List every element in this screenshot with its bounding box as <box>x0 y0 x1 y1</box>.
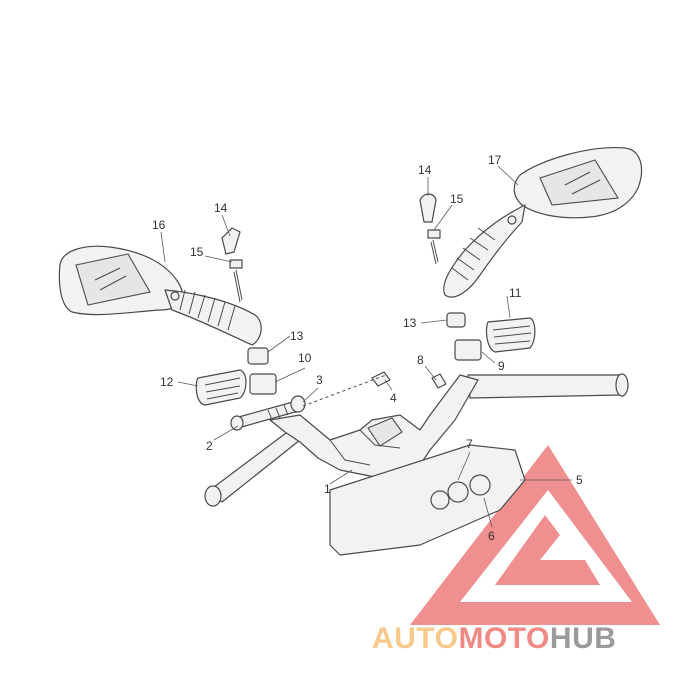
callout-8: 8 <box>417 353 424 367</box>
handlebar-cover <box>329 444 526 556</box>
callout-13-left: 13 <box>290 329 304 343</box>
callout-3: 3 <box>316 373 323 387</box>
left-handle-pad <box>195 369 247 406</box>
callout-14-right: 14 <box>418 163 432 177</box>
right-mirror-bolt <box>419 193 441 265</box>
logo-part-moto: MOTO <box>458 622 549 655</box>
left-bushings <box>247 347 277 395</box>
callout-labels: 1 2 3 4 5 6 7 8 9 10 11 12 13 13 14 14 1… <box>152 153 583 543</box>
svg-text:AUTOMOTOHUB: AUTOMOTOHUB <box>372 622 616 655</box>
logo-part-auto: AUTO <box>372 622 458 655</box>
screw <box>431 373 447 389</box>
callout-12: 12 <box>160 375 174 389</box>
callout-1: 1 <box>324 482 331 496</box>
right-handle-pad <box>485 317 536 353</box>
callout-11: 11 <box>509 286 522 300</box>
watermark-triangle <box>410 445 660 625</box>
right-bushings <box>446 312 482 361</box>
callout-13-right: 13 <box>403 316 417 330</box>
callout-15-right: 15 <box>450 192 464 206</box>
clamp-bolt <box>230 371 391 431</box>
callout-7: 7 <box>466 437 473 451</box>
callout-6: 6 <box>488 529 495 543</box>
callout-9: 9 <box>498 359 505 373</box>
left-mirror-bolt <box>221 227 243 303</box>
callout-2: 2 <box>206 439 213 453</box>
logo-part-hub: HUB <box>550 622 617 655</box>
callout-5: 5 <box>576 473 583 487</box>
callout-10: 10 <box>298 351 312 365</box>
watermark-logo: AUTOMOTOHUB <box>372 622 616 655</box>
callout-15-left: 15 <box>190 245 204 259</box>
handlebar <box>204 373 629 507</box>
callout-17: 17 <box>488 153 502 167</box>
callout-lines <box>160 165 572 528</box>
left-mirror <box>58 245 262 346</box>
callout-14-left: 14 <box>214 201 228 215</box>
callout-16: 16 <box>152 218 166 232</box>
right-mirror <box>443 147 643 298</box>
callout-4: 4 <box>390 391 397 405</box>
